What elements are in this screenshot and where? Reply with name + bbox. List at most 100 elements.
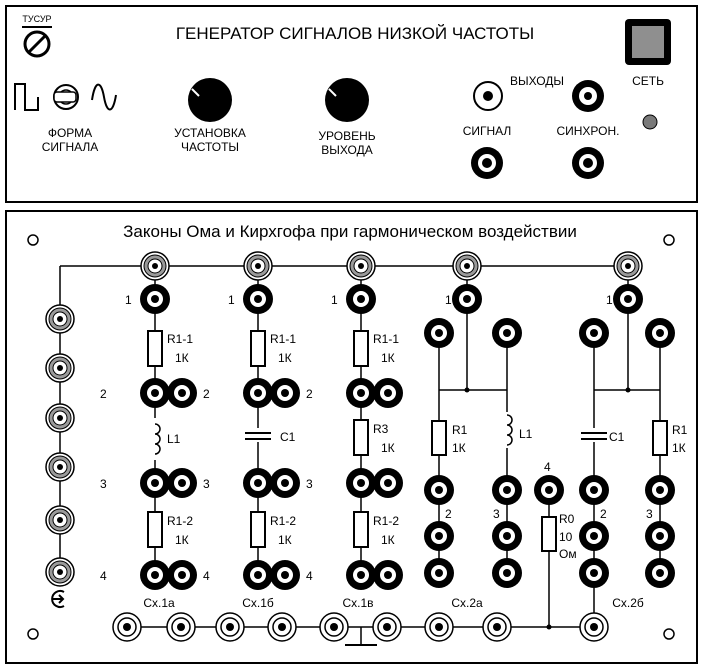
black-jack[interactable] (645, 558, 675, 588)
grey-jack[interactable] (613, 251, 643, 281)
black-jack[interactable] (534, 475, 564, 505)
component-label-r3: R3 (373, 422, 389, 436)
black-jack[interactable] (579, 521, 609, 551)
outputs-label: ВЫХОДЫ (509, 74, 565, 88)
black-jack[interactable] (243, 284, 273, 314)
grey-jack[interactable] (45, 557, 75, 587)
white-jack[interactable] (319, 612, 349, 642)
black-jack[interactable] (424, 318, 454, 348)
black-jack[interactable] (140, 560, 170, 590)
black-jack[interactable] (373, 560, 403, 590)
signal-output-upper-jack[interactable] (473, 81, 503, 111)
black-jack[interactable] (424, 521, 454, 551)
component-value-1k: 1К (452, 441, 466, 455)
frequency-knob[interactable] (188, 78, 232, 122)
sine-wave-icon (91, 83, 117, 111)
component-label-r1: R1 (452, 423, 468, 437)
grey-jack[interactable] (140, 251, 170, 281)
black-jack[interactable] (270, 468, 300, 498)
white-jack[interactable] (579, 612, 609, 642)
component-label-r1-1: R1-1 (167, 332, 194, 346)
black-jack[interactable] (579, 318, 609, 348)
node-label-3: 3 (203, 477, 210, 491)
component-label-c1: C1 (280, 430, 296, 444)
grey-jack[interactable] (45, 505, 75, 535)
black-jack[interactable] (270, 560, 300, 590)
black-jack[interactable] (452, 284, 482, 314)
black-jack[interactable] (346, 468, 376, 498)
black-jack[interactable] (167, 560, 197, 590)
node-label-3: 3 (493, 507, 500, 521)
output-level-label-2: ВЫХОДА (321, 143, 373, 157)
component-label-r1-1: R1-1 (270, 332, 297, 346)
black-jack[interactable] (645, 318, 675, 348)
sync-label: СИНХРОН. (556, 124, 620, 138)
black-jack[interactable] (243, 560, 273, 590)
black-jack[interactable] (373, 378, 403, 408)
black-jack[interactable] (613, 284, 643, 314)
node-label-2: 2 (100, 387, 107, 401)
waveform-label-2: СИГНАЛА (41, 140, 99, 154)
junction-dot (464, 387, 470, 393)
component-value-1k: 1К (175, 533, 189, 547)
white-jack[interactable] (267, 612, 297, 642)
black-jack[interactable] (243, 378, 273, 408)
inductor (506, 414, 513, 446)
black-jack[interactable] (140, 378, 170, 408)
white-jack[interactable] (112, 612, 142, 642)
black-jack[interactable] (645, 475, 675, 505)
black-jack[interactable] (346, 284, 376, 314)
resistor (353, 330, 369, 367)
grey-jack[interactable] (45, 304, 75, 334)
white-jack[interactable] (424, 612, 454, 642)
white-jack[interactable] (482, 612, 512, 642)
black-jack[interactable] (645, 521, 675, 551)
component-value-10: 10 (559, 530, 573, 544)
grey-jack[interactable] (452, 251, 482, 281)
black-jack[interactable] (492, 475, 522, 505)
resistor (541, 516, 557, 552)
black-jack[interactable] (167, 378, 197, 408)
component-label-r1-2: R1-2 (167, 514, 194, 528)
component-label-r1: R1 (672, 423, 688, 437)
black-jack[interactable] (492, 318, 522, 348)
grey-jack[interactable] (45, 353, 75, 383)
sync-output-jack[interactable] (572, 147, 604, 179)
black-jack[interactable] (492, 558, 522, 588)
waveform-switch[interactable] (53, 84, 79, 110)
power-button[interactable] (625, 19, 671, 65)
signal-output-jack[interactable] (471, 147, 503, 179)
black-jack[interactable] (167, 468, 197, 498)
grey-jack[interactable] (243, 251, 273, 281)
white-jack[interactable] (166, 612, 196, 642)
black-jack[interactable] (424, 475, 454, 505)
component-value-1k: 1К (381, 441, 395, 455)
grey-jack[interactable] (346, 251, 376, 281)
node-label-4: 4 (100, 569, 107, 583)
black-jack[interactable] (424, 558, 454, 588)
logo-icon (22, 26, 52, 58)
black-jack[interactable] (492, 521, 522, 551)
black-jack[interactable] (243, 468, 273, 498)
node-label-2: 2 (306, 387, 313, 401)
black-jack[interactable] (346, 560, 376, 590)
black-jack[interactable] (346, 378, 376, 408)
black-jack[interactable] (373, 468, 403, 498)
black-jack[interactable] (579, 475, 609, 505)
square-wave-icon (14, 83, 39, 111)
grey-jack[interactable] (45, 403, 75, 433)
white-jack[interactable] (372, 612, 402, 642)
black-jack[interactable] (270, 378, 300, 408)
white-jack[interactable] (215, 612, 245, 642)
output-level-knob[interactable] (325, 78, 369, 122)
sync-output-upper-jack[interactable] (572, 80, 604, 112)
black-jack[interactable] (579, 558, 609, 588)
scheme-label: Сх.1в (342, 596, 374, 610)
junction-dot (546, 624, 552, 630)
grey-jack[interactable] (45, 452, 75, 482)
black-jack[interactable] (140, 284, 170, 314)
component-value-1k: 1К (381, 351, 395, 365)
resistor (353, 419, 369, 456)
component-label-r0: R0 (559, 512, 575, 526)
black-jack[interactable] (140, 468, 170, 498)
